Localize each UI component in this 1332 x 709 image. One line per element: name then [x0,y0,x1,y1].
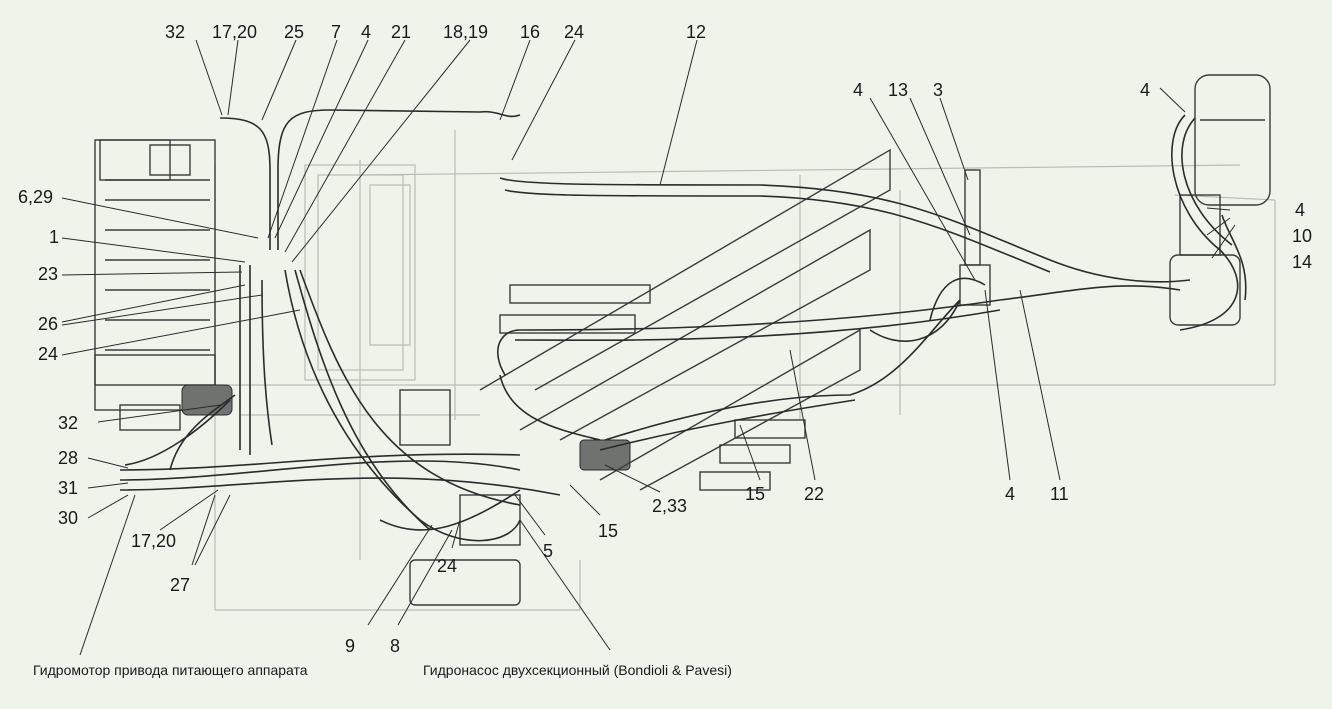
callout-15-b: 15 [745,484,765,504]
callout-3: 3 [933,80,943,100]
callout-4-bottom: 4 [1005,484,1015,504]
callout-32-top: 32 [165,22,185,42]
callout-17-20-bottom: 17,20 [131,531,176,551]
callout-10: 10 [1292,226,1312,246]
callout-4-tank: 4 [1140,80,1150,100]
machine-frame [180,130,1276,611]
callout-6-29: 6,29 [18,187,53,207]
oil-tank [1169,74,1271,326]
callout-25: 25 [284,22,304,42]
callout-17-20-top: 17,20 [212,22,257,42]
callout-15-a: 15 [598,521,618,541]
callout-16: 16 [520,22,540,42]
callout-5: 5 [543,541,553,561]
callout-8: 8 [390,636,400,656]
callout-24-bottom: 24 [437,556,457,576]
callout-12: 12 [686,22,706,42]
callout-1: 1 [49,227,59,247]
callout-7: 7 [331,22,341,42]
caption-hydraulic-pump: Гидронасос двухсекционный (Bondioli & Pa… [423,662,732,678]
callout-22: 22 [804,484,824,504]
callout-4-top: 4 [361,22,371,42]
callout-28: 28 [58,448,78,468]
callout-11: 11 [1050,484,1069,504]
callout-9: 9 [345,636,355,656]
callout-24-top: 24 [564,22,584,42]
callout-labels: 32 17,20 25 7 4 21 18,19 16 24 12 4 13 3… [18,22,1312,656]
callout-14: 14 [1292,252,1312,272]
callout-21: 21 [391,22,411,42]
left-assembly [94,139,233,431]
callout-4-right: 4 [1295,200,1305,220]
hoses [119,109,1247,542]
callout-4-mid: 4 [853,80,863,100]
callout-13: 13 [888,80,908,100]
callout-27: 27 [170,575,190,595]
caption-hydraulic-motor: Гидромотор привода питающего аппарата [33,662,308,678]
callout-30: 30 [58,508,78,528]
callout-2-33: 2,33 [652,496,687,516]
callout-23: 23 [38,264,58,284]
callout-32-left: 32 [58,413,78,433]
callout-18-19: 18,19 [443,22,488,42]
callout-26: 26 [38,314,58,334]
callout-24-left: 24 [38,344,58,364]
callout-31: 31 [58,478,78,498]
platform-outline [479,148,891,491]
leader-lines [61,39,1236,656]
